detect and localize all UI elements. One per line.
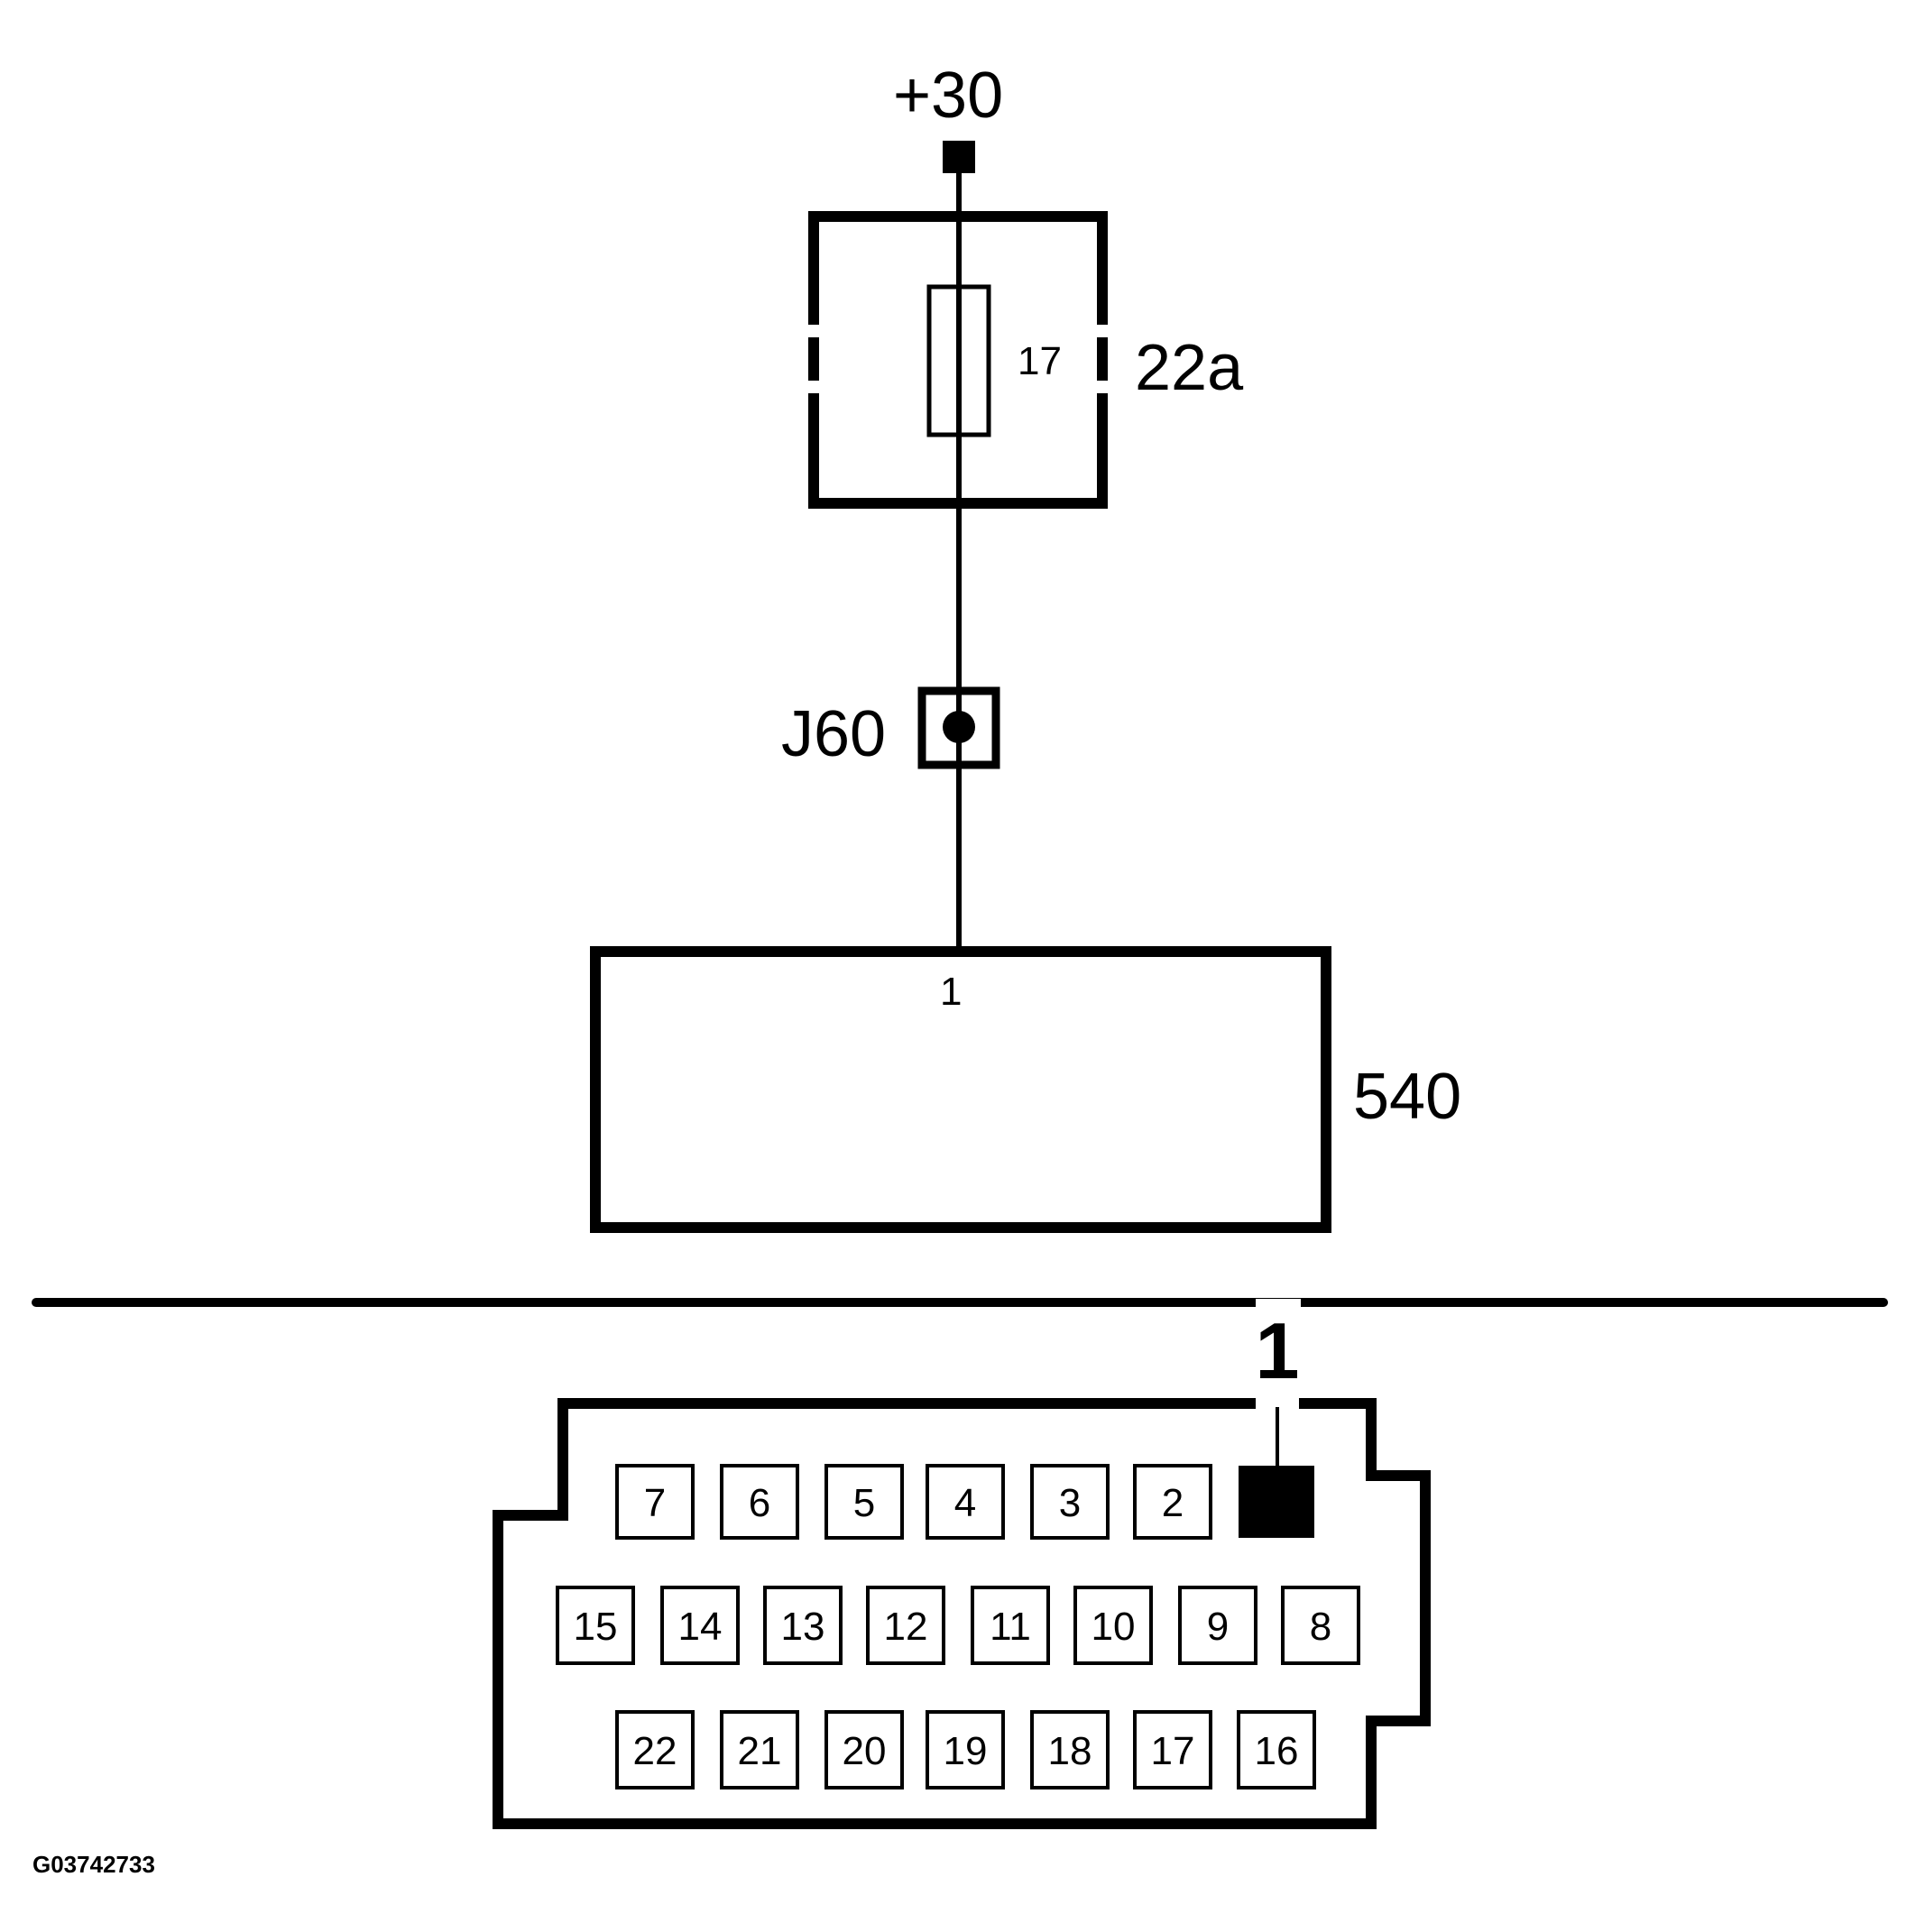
module-pin-label: 1	[940, 970, 962, 1014]
fuse-box	[808, 211, 1108, 509]
fuse-element	[926, 284, 991, 437]
connector-pin	[556, 1586, 635, 1665]
connector-pin	[1030, 1710, 1110, 1789]
connector-pin	[1237, 1710, 1316, 1789]
pin-label: 18	[1048, 1729, 1092, 1773]
pin-label: 8	[1310, 1605, 1331, 1649]
connector-pin	[824, 1710, 904, 1789]
pin-label: 16	[1255, 1729, 1299, 1773]
pin-label: 6	[749, 1481, 770, 1525]
pin-label: 11	[990, 1605, 1031, 1649]
pin-label: 22	[633, 1729, 677, 1773]
connector-pin	[971, 1586, 1050, 1665]
splice-dot	[943, 711, 975, 743]
connector-pin	[926, 1464, 1005, 1540]
connector-pin	[866, 1586, 945, 1665]
pin-label: 19	[944, 1729, 988, 1773]
connector-pin	[824, 1464, 904, 1540]
module-label: 540	[1353, 1061, 1461, 1133]
pin-label: 20	[843, 1729, 887, 1773]
pin-row-1: 7 6 5 4 3 2	[615, 1464, 1212, 1540]
connector-pin	[660, 1586, 740, 1665]
pin-row-2: 15 14 13 12 11 10 9 8	[556, 1586, 1360, 1665]
connector-pin	[615, 1464, 695, 1540]
connector-pin	[1178, 1586, 1257, 1665]
supply-terminal	[943, 141, 975, 173]
pin-label: 21	[738, 1729, 782, 1773]
supply-label: +30	[893, 60, 1003, 132]
pin-label: 12	[884, 1605, 928, 1649]
splice-box	[917, 686, 1000, 769]
pin-label: 13	[781, 1605, 825, 1649]
pin1-callout: 1	[1256, 1306, 1300, 1395]
pin-label: 4	[954, 1481, 976, 1525]
module-box	[590, 946, 1331, 1233]
pin-row-3: 22 21 20 19 18 17 16	[615, 1710, 1316, 1789]
connector-pin	[1073, 1586, 1153, 1665]
pin-label: 2	[1162, 1481, 1184, 1525]
pin-label: 5	[853, 1481, 875, 1525]
pin-label: 15	[574, 1605, 618, 1649]
connector-pin	[615, 1710, 695, 1789]
connector-pin	[720, 1710, 799, 1789]
pin-label: 7	[644, 1481, 666, 1525]
pin-label: 3	[1059, 1481, 1081, 1525]
callout-bg	[1256, 1299, 1301, 1405]
connector-pin	[763, 1586, 843, 1665]
connector-pin-1	[1239, 1466, 1314, 1538]
splice-label: J60	[781, 698, 886, 770]
pin-label: 14	[678, 1605, 723, 1649]
pin-label: 10	[1092, 1605, 1136, 1649]
connector-pin	[1133, 1464, 1212, 1540]
connector-pin	[1030, 1464, 1110, 1540]
connector-outline	[493, 1398, 1431, 1829]
fuse-number: 17	[1018, 339, 1062, 383]
fuse-box-label: 22a	[1135, 332, 1244, 404]
pin-label: 9	[1207, 1605, 1229, 1649]
connector-pin	[1133, 1710, 1212, 1789]
connector-pin	[1281, 1586, 1360, 1665]
figure-id: G03742733	[32, 1851, 155, 1878]
connector-pin	[720, 1464, 799, 1540]
pin-label: 17	[1151, 1729, 1195, 1773]
connector-pin	[926, 1710, 1005, 1789]
